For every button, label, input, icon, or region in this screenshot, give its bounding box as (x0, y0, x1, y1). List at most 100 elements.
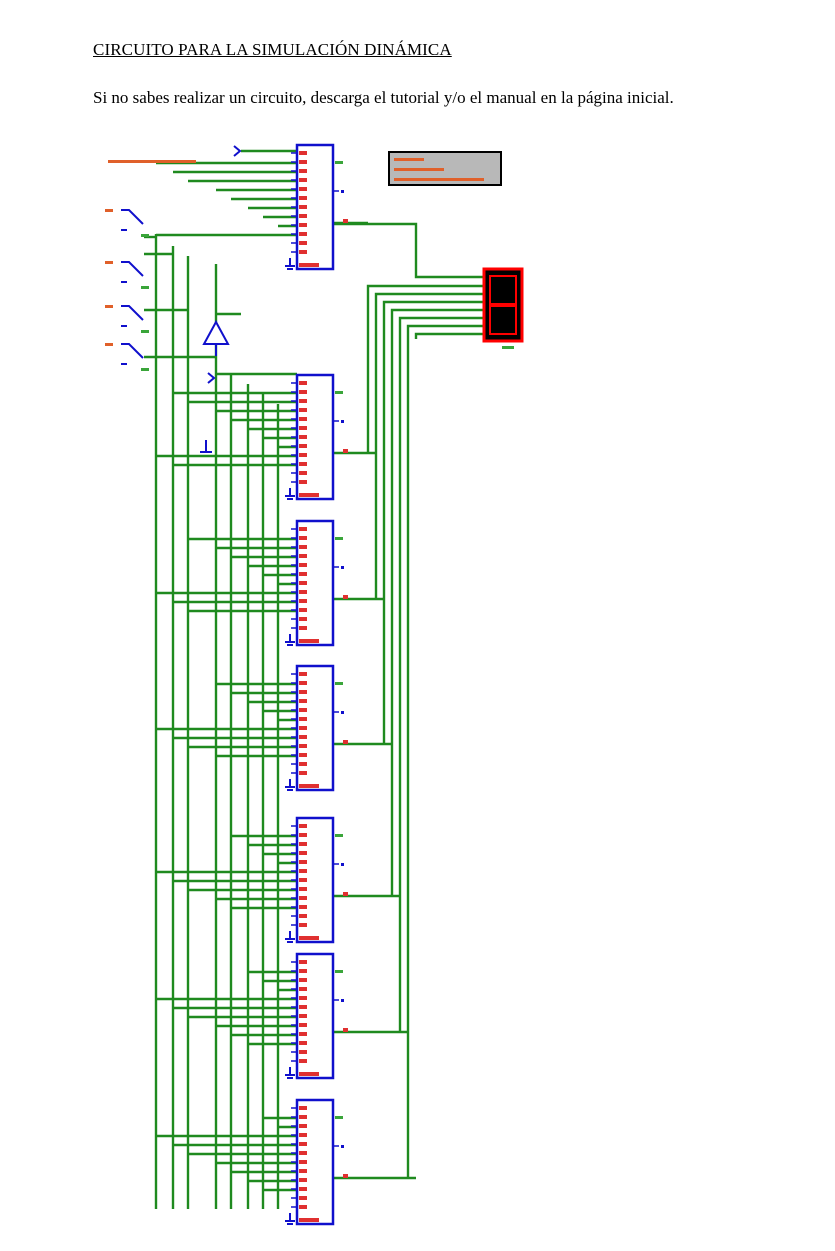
pin-label (299, 527, 307, 531)
pin-label (299, 590, 307, 594)
pin-label (335, 161, 343, 164)
pin-label (299, 223, 307, 227)
pin-label (299, 205, 307, 209)
pin-label (343, 740, 348, 744)
pin-label (299, 896, 307, 900)
pin-label (299, 160, 307, 164)
pin-label (299, 626, 307, 630)
switch-label (141, 330, 149, 333)
wire (398, 316, 484, 1031)
wire (390, 308, 484, 897)
pin-label (299, 681, 307, 685)
pin-label (299, 960, 307, 964)
pin-label (299, 214, 307, 218)
pin-marker (341, 190, 344, 193)
switch-icon (121, 261, 144, 277)
pin-label (299, 545, 307, 549)
pin-label (299, 762, 307, 766)
wire (406, 324, 484, 1178)
pin-label (299, 923, 307, 927)
pin-label (299, 726, 307, 730)
pin-label (299, 1133, 307, 1137)
clock-source-icon (207, 372, 216, 384)
pin-label (299, 744, 307, 748)
pin-label (299, 572, 307, 576)
pin-label (299, 563, 307, 567)
pin-label (299, 690, 307, 694)
pin-label (299, 435, 307, 439)
pin-label (299, 232, 307, 236)
pin-marker (341, 863, 344, 866)
pin-label (299, 1115, 307, 1119)
pin-label (299, 672, 307, 676)
pin-label (299, 860, 307, 864)
wire (366, 284, 484, 453)
pin-label (299, 599, 307, 603)
pin-label (299, 1142, 307, 1146)
pin-label (299, 1218, 319, 1222)
pin-label (299, 399, 307, 403)
pin-label (299, 1196, 307, 1200)
pin-label (299, 1160, 307, 1164)
pin-label (299, 241, 307, 245)
pin-label (299, 1169, 307, 1173)
info-panel-text (394, 158, 424, 161)
switch-label (141, 234, 149, 237)
switch-icon (121, 305, 144, 321)
switch-label (105, 209, 113, 212)
seven-segment-display-icon (489, 275, 517, 305)
pin-label (299, 493, 319, 497)
pin-label (299, 1005, 307, 1009)
pin-label (299, 536, 307, 540)
pin-label (299, 978, 307, 982)
pin-label (299, 905, 307, 909)
pin-label (299, 381, 307, 385)
pin-label (299, 1041, 307, 1045)
pin-label (299, 444, 307, 448)
pin-label (299, 1059, 307, 1063)
pin-label (299, 151, 307, 155)
pin-label (299, 1205, 307, 1209)
pin-label (299, 1072, 319, 1076)
pin-label (299, 1124, 307, 1128)
pin-marker (341, 420, 344, 423)
title-label (108, 160, 196, 163)
pin-label (299, 417, 307, 421)
pin-label (299, 914, 307, 918)
pin-label (343, 892, 348, 896)
pin-label (335, 970, 343, 973)
pin-label (299, 708, 307, 712)
pin-label (299, 878, 307, 882)
pin-label (299, 480, 307, 484)
pin-label (299, 187, 307, 191)
pin-label (299, 833, 307, 837)
pin-label (299, 196, 307, 200)
switch-label (105, 305, 113, 308)
pin-label (299, 639, 319, 643)
ic-chip (295, 373, 335, 501)
pin-label (299, 581, 307, 585)
pin-label (335, 834, 343, 837)
pin-label (335, 537, 343, 540)
pin-label (299, 1050, 307, 1054)
pin-label (299, 608, 307, 612)
pin-label (299, 735, 307, 739)
pin-label (299, 1023, 307, 1027)
pin-marker (341, 999, 344, 1002)
pin-label (299, 169, 307, 173)
pin-label (299, 426, 307, 430)
pin-label (299, 869, 307, 873)
component-layer (105, 143, 524, 1226)
pin-label (335, 1116, 343, 1119)
pin-label (299, 936, 319, 940)
pin-label (299, 263, 319, 267)
pin-label (335, 391, 343, 394)
pin-label (343, 1174, 348, 1178)
switch-label (141, 368, 149, 371)
wire (414, 332, 484, 339)
circuit-schematic (66, 134, 536, 1246)
pin-label (299, 1014, 307, 1018)
wire (333, 222, 484, 279)
pin-marker (341, 711, 344, 714)
switch-icon (121, 343, 144, 359)
